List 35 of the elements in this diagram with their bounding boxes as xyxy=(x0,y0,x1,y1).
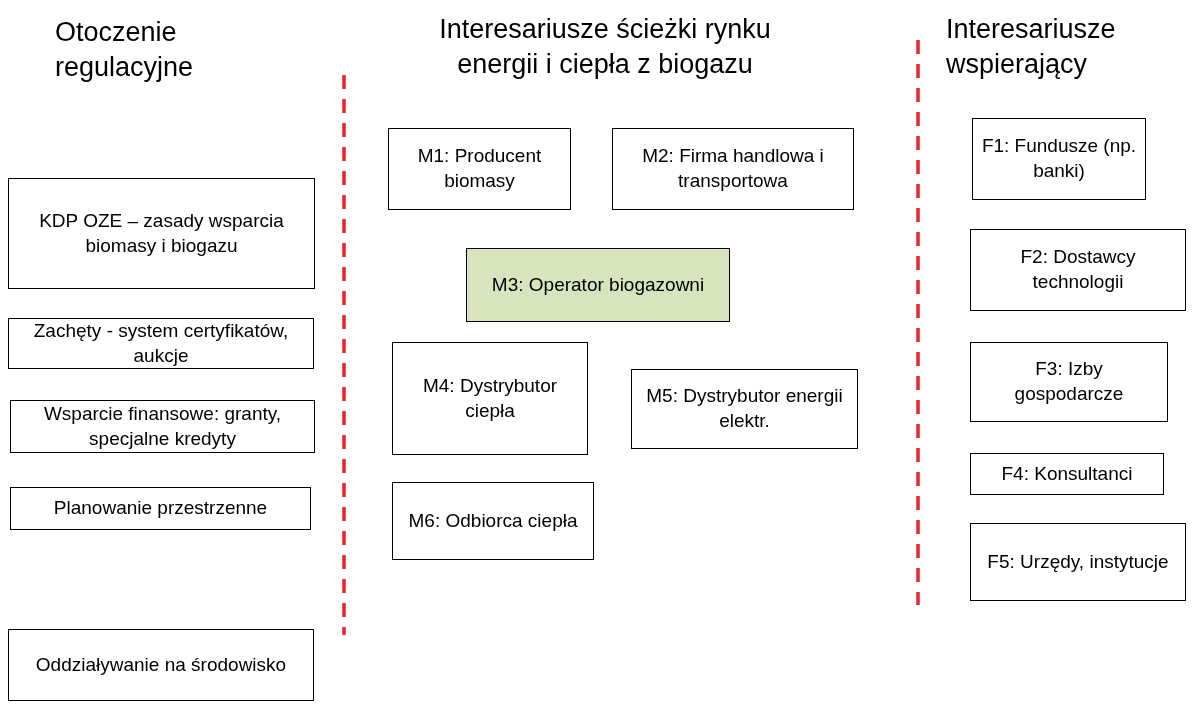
stakeholder-box xyxy=(10,487,311,530)
box-text: M5: Dystrybutor energii elektr. xyxy=(645,384,844,433)
box-text: M3: Operator biogazowni xyxy=(491,272,705,297)
stakeholder-box xyxy=(612,128,854,210)
box-text: Zachęty - system certyfikatów, aukcje xyxy=(32,318,290,368)
box-text: Wsparcie finansowe: granty, specjalne kredyty xyxy=(42,401,283,451)
stakeholder-box xyxy=(8,629,314,701)
stakeholder-box xyxy=(8,178,315,289)
stakeholder-box xyxy=(392,342,588,455)
column-heading: Otoczenie regulacyjne xyxy=(55,16,195,85)
box-text: F1: Fundusze (np. banki) xyxy=(981,134,1137,183)
box-text: F4: Konsultanci xyxy=(1001,461,1133,486)
stakeholder-box xyxy=(392,482,594,560)
stakeholder-box xyxy=(631,369,858,449)
stakeholder-box xyxy=(8,318,314,369)
stakeholder-box xyxy=(970,229,1186,311)
box-text: M4: Dystrybutor ciepła xyxy=(421,373,559,423)
box-text: M6: Odbiorca ciepła xyxy=(408,508,578,533)
column-heading: Interesariusze ścieżki rynku energii i ciepła z biogazu xyxy=(438,13,772,82)
highlighted-box xyxy=(466,248,730,322)
box-text: F2: Dostawcy technologii xyxy=(1019,245,1137,294)
box-text: Planowanie przestrzenne xyxy=(53,496,268,521)
box-text: M1: Producent biomasy xyxy=(416,144,543,193)
stakeholder-box xyxy=(970,523,1186,601)
stakeholder-box xyxy=(970,342,1168,422)
column-heading: Interesariusze wspierający xyxy=(946,13,1117,82)
stakeholder-box xyxy=(388,128,571,210)
box-text: KDP OZE – zasady wsparcia biomasy i biogazu xyxy=(38,208,285,258)
box-text: F3: Izby gospodarcze xyxy=(1013,357,1125,406)
stakeholder-box xyxy=(10,400,315,453)
box-text: M2: Firma handlowa i transportowa xyxy=(641,144,825,193)
box-text: F5: Urzędy, instytucje xyxy=(987,549,1169,574)
stakeholder-box xyxy=(972,118,1146,200)
box-text: Oddziaływanie na środowisko xyxy=(35,652,287,677)
stakeholder-box xyxy=(970,453,1164,495)
